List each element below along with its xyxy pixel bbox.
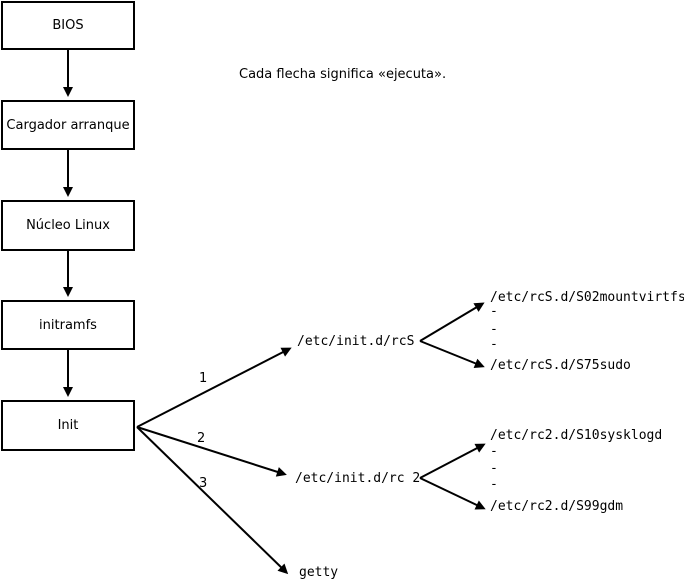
box-init: Init (1, 400, 135, 451)
label-etc-init-d-rc2: /etc/init.d/rc 2 (295, 471, 421, 486)
label-getty: getty (299, 565, 339, 580)
ellipsis-dot: - (490, 304, 498, 319)
ellipsis-dot: - (490, 461, 498, 476)
label-rc2-first-script: /etc/rc2.d/S10sysklogd (490, 428, 663, 443)
box-initramfs: initramfs (1, 300, 135, 350)
arrow-rcs-to-s02 (419, 302, 485, 342)
box-initramfs-label: initramfs (39, 317, 97, 333)
ellipsis-dot: - (490, 477, 498, 492)
branch-number-1: 1 (199, 371, 208, 386)
arrow-init-to-rc2 (136, 426, 287, 477)
box-bios: BIOS (1, 1, 135, 50)
arrow-rcs-to-s75 (419, 340, 485, 369)
label-etc-init-d-rcs: /etc/init.d/rcS (297, 334, 415, 349)
box-bios-label: BIOS (52, 18, 84, 33)
branch-number-3: 3 (199, 476, 208, 491)
label-rcs-first-script: /etc/rcS.d/S02mountvirtfs (490, 290, 684, 305)
box-cargador-arranque-label: Cargador arranque (6, 117, 130, 133)
box-cargador-arranque: Cargador arranque (1, 100, 135, 150)
arrow-init-to-rcs (136, 347, 292, 428)
ellipsis-dot: - (490, 337, 498, 352)
branch-number-2: 2 (197, 431, 206, 446)
ellipsis-dot: - (490, 444, 498, 459)
box-init-label: Init (57, 418, 79, 433)
box-nucleo-linux: Núcleo Linux (1, 200, 135, 251)
label-rc2-last-script: /etc/rc2.d/S99gdm (490, 499, 624, 514)
box-nucleo-linux-label: Núcleo Linux (26, 218, 110, 233)
diagram-caption: Cada flecha significa «ejecuta». (239, 67, 447, 82)
arrow-rc2-to-s10 (419, 443, 486, 479)
ellipsis-dot: - (490, 322, 498, 337)
arrow-init-to-getty (136, 426, 289, 575)
arrow-rc2-to-s99 (419, 477, 486, 510)
label-rcs-last-script: /etc/rcS.d/S75sudo (490, 358, 631, 373)
